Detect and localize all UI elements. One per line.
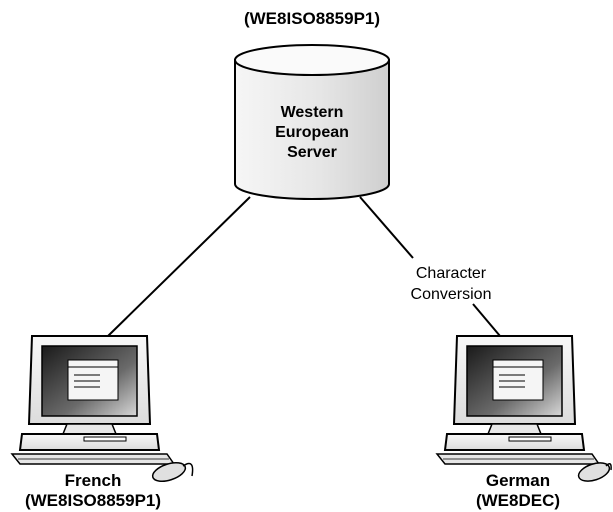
server-charset-label: (WE8ISO8859P1) (244, 9, 380, 28)
database-cylinder-icon (234, 44, 390, 200)
connection-line-german-upper (359, 196, 414, 259)
server-name-line-1: Western (281, 104, 344, 121)
window-icon (492, 359, 544, 401)
mouse-icon (577, 462, 612, 482)
german-client-name: German (486, 471, 550, 490)
german-client-charset: (WE8DEC) (476, 491, 560, 510)
mouse-icon (151, 462, 194, 482)
connection-line-german-lower (472, 303, 501, 337)
conversion-label-line-2: Conversion (411, 286, 492, 303)
conversion-label-line-1: Character (416, 265, 487, 282)
computer-icon (435, 335, 601, 465)
computer-icon (10, 335, 176, 465)
server-name-line-3: Server (287, 144, 337, 161)
french-client-name: French (65, 471, 122, 490)
french-client-charset: (WE8ISO8859P1) (25, 491, 161, 510)
server-name-line-2: European (275, 124, 349, 141)
window-icon (67, 359, 119, 401)
connection-line-french (107, 196, 251, 337)
